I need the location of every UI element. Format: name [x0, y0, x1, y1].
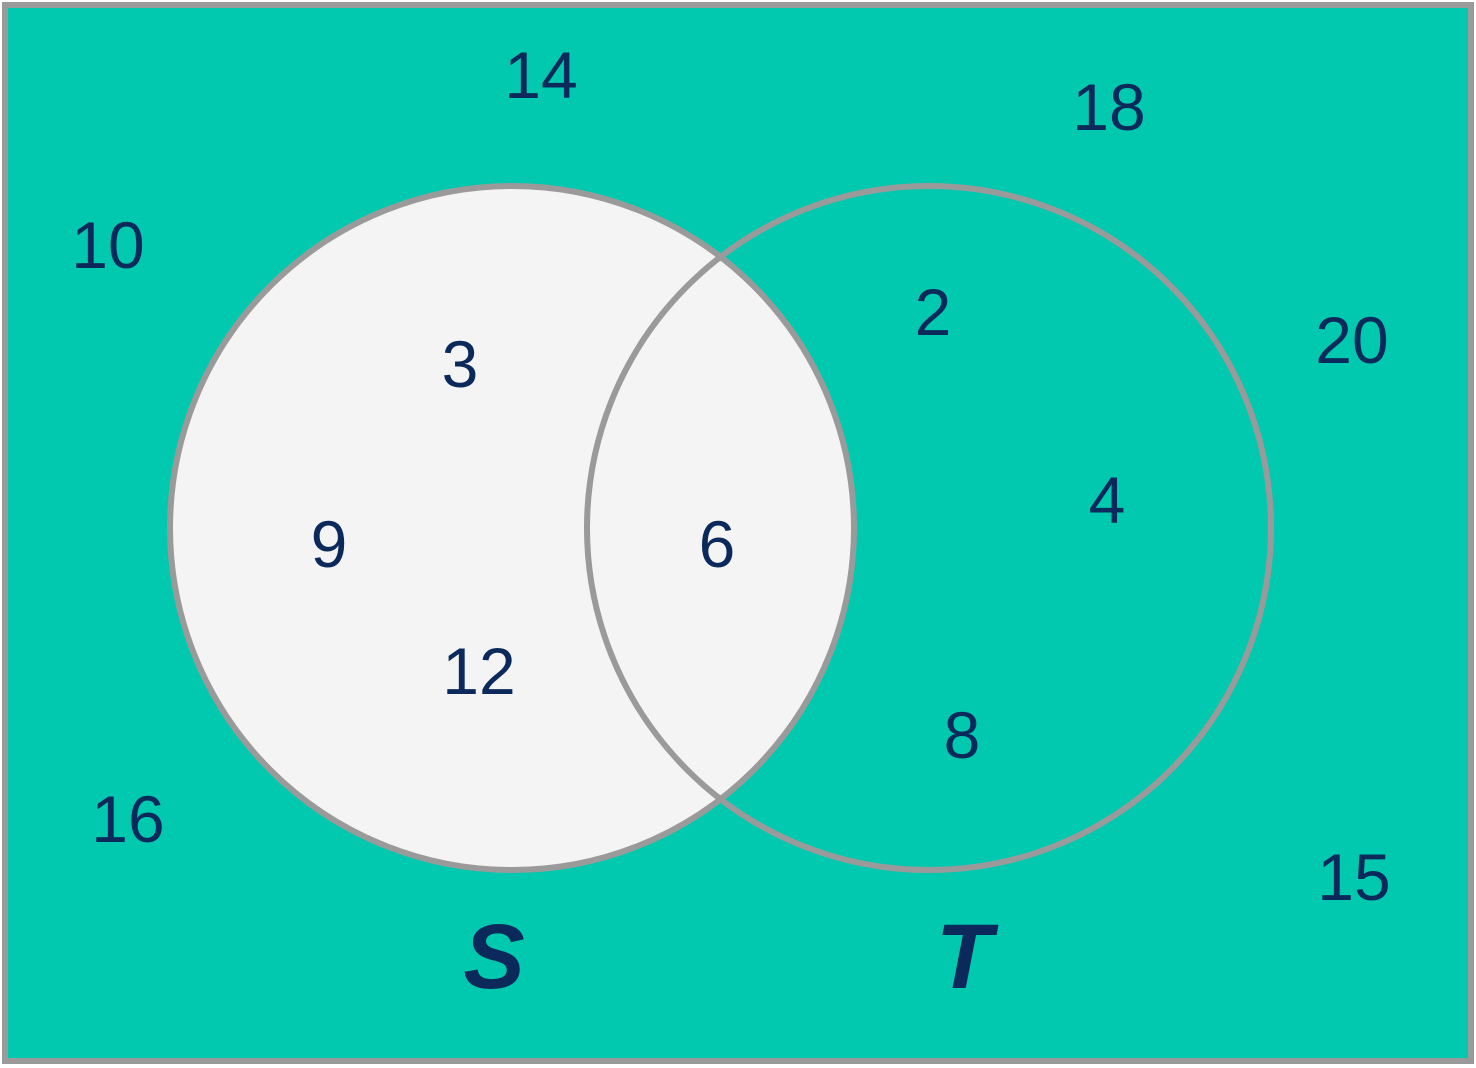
outside-element: 14 [504, 38, 577, 112]
t-only-element: 8 [944, 698, 981, 772]
intersection-element: 6 [699, 507, 736, 581]
set-s-label: S [463, 906, 524, 1008]
set-t-circle [584, 183, 1274, 873]
set-s-circle [167, 183, 857, 873]
outside-element: 20 [1315, 303, 1388, 377]
s-only-element: 9 [311, 507, 348, 581]
s-only-element: 12 [442, 634, 515, 708]
outside-element: 15 [1317, 840, 1390, 914]
s-only-element: 3 [442, 327, 479, 401]
t-only-element: 2 [915, 275, 952, 349]
t-only-element: 4 [1089, 463, 1126, 537]
set-t-label: T [936, 906, 999, 1008]
outside-element: 18 [1072, 70, 1145, 144]
set-s-region [170, 186, 854, 870]
outside-element: 10 [71, 208, 144, 282]
outside-element: 16 [91, 782, 164, 856]
